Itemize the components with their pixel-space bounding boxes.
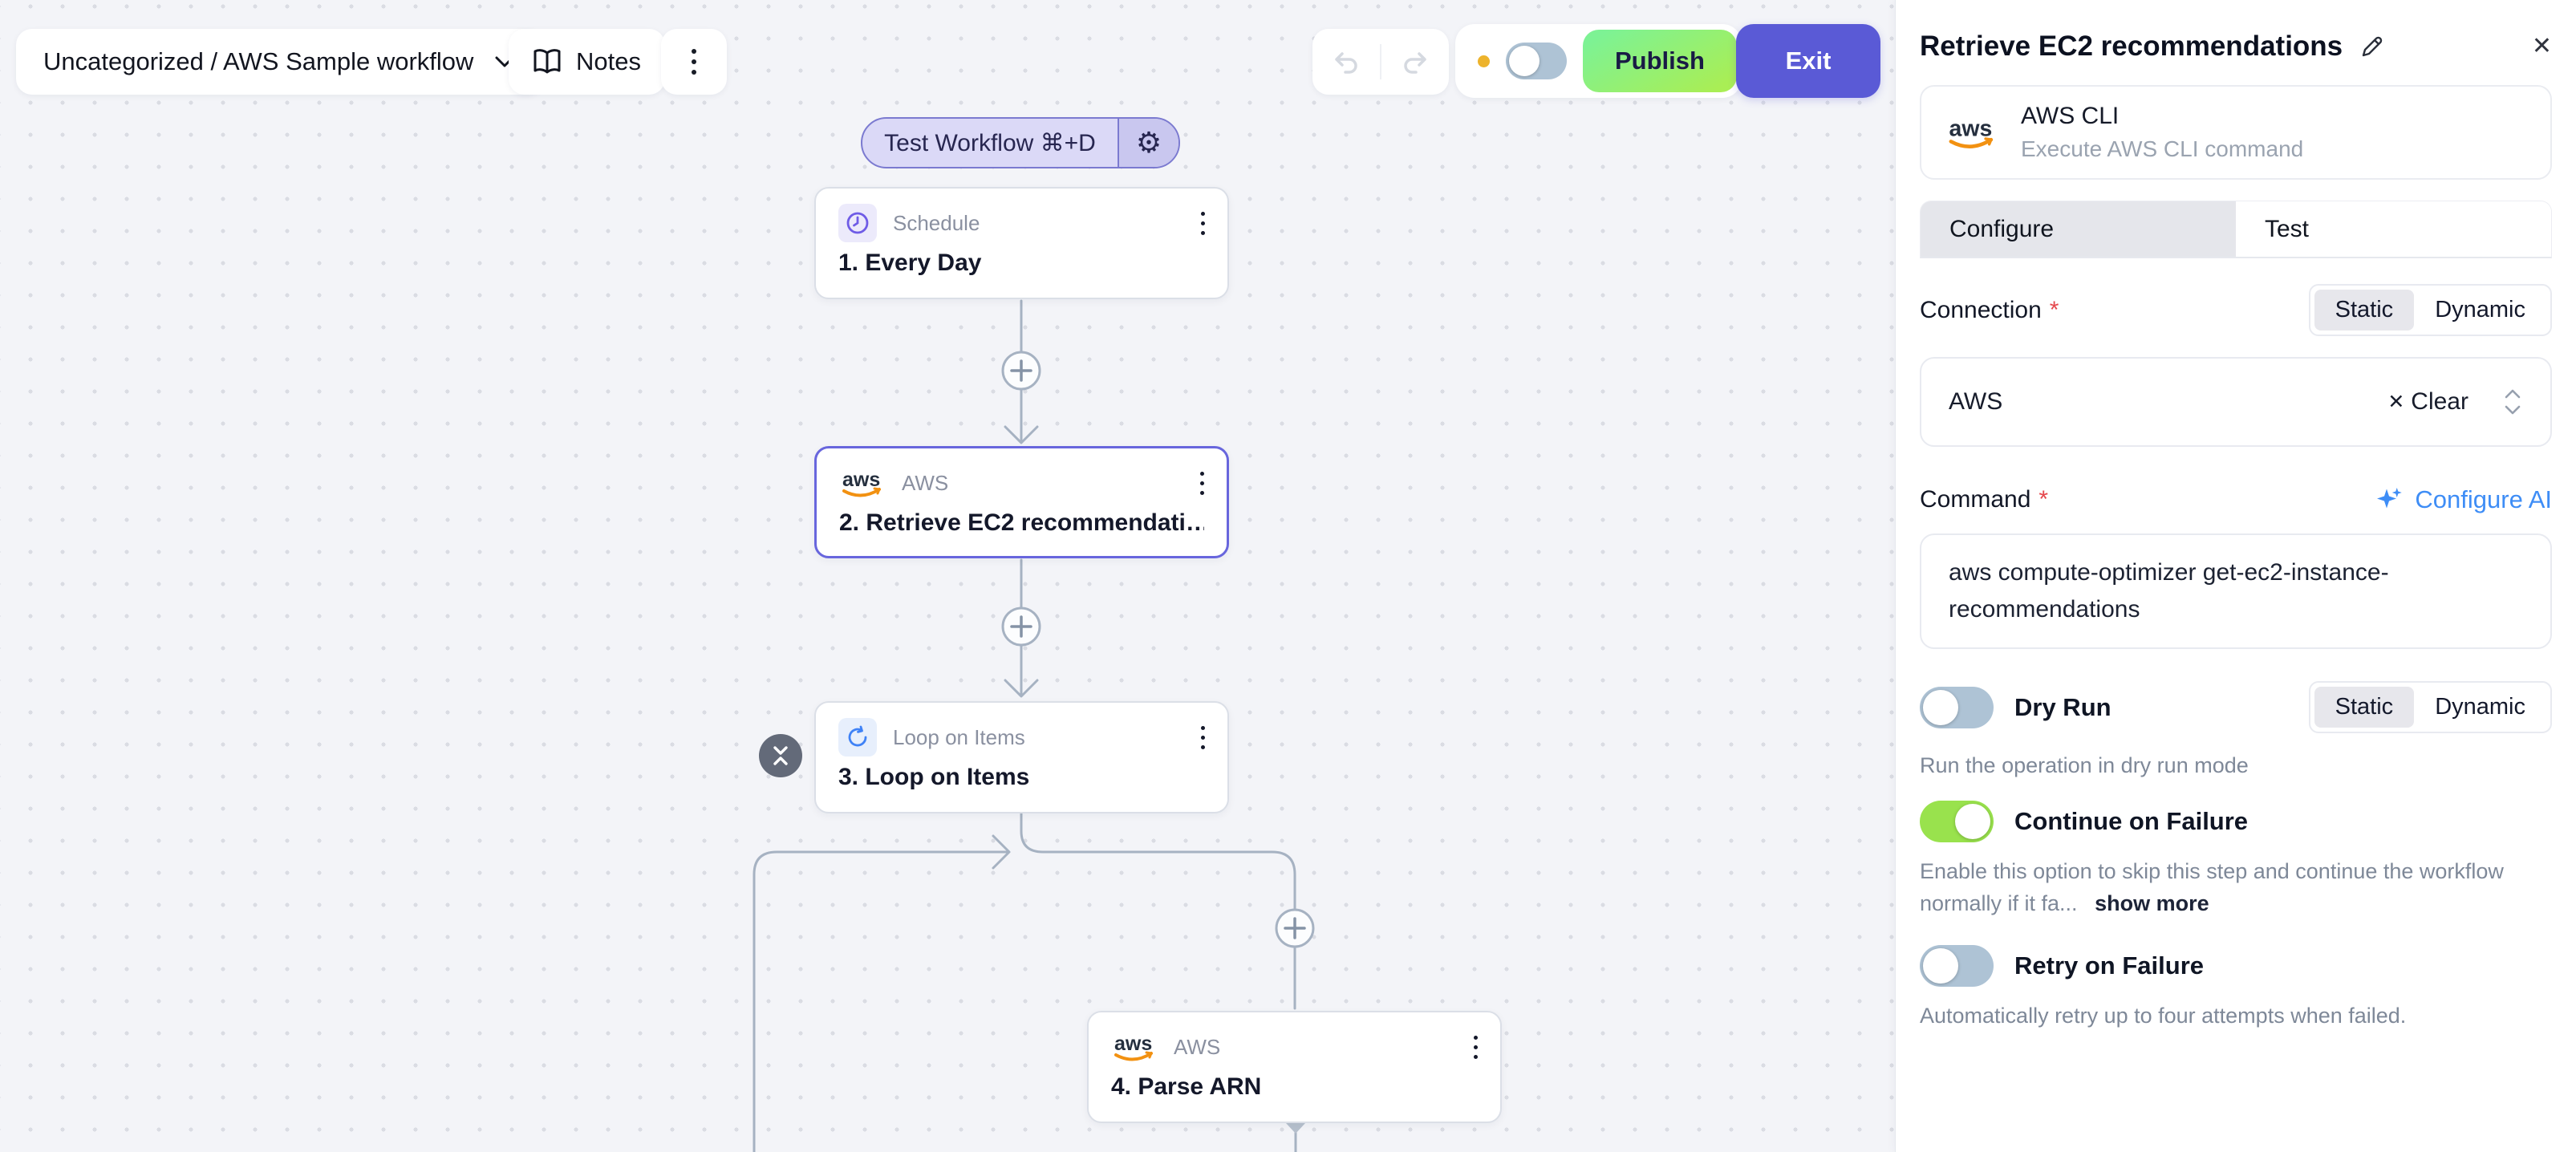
flow-breadcrumb-button[interactable]: Uncategorized / AWS Sample workflow — [16, 29, 543, 95]
add-step-button-2[interactable] — [1001, 606, 1041, 647]
aws-logo: aws — [1949, 116, 1994, 148]
edge-loop-child — [1020, 812, 1296, 1010]
edge-2-3-arrow — [1004, 679, 1039, 698]
test-workflow-button[interactable]: Test Workflow ⌘+D ⚙ — [861, 117, 1180, 168]
connection-value: AWS — [1949, 388, 2003, 415]
add-step-button-3[interactable] — [1275, 908, 1315, 948]
sparkle-icon — [2377, 488, 2403, 509]
dry-run-label: Dry Run — [2014, 692, 2112, 721]
piece-description: Execute AWS CLI command — [2021, 136, 2304, 161]
retry-on-failure-description: Automatically retry up to four attempts … — [1920, 1004, 2407, 1028]
required-mark: * — [2038, 486, 2049, 513]
static-option[interactable]: Static — [2314, 687, 2415, 728]
exit-button[interactable]: Exit — [1736, 24, 1880, 98]
edit-pencil-icon[interactable] — [2360, 34, 2384, 59]
retry-on-failure-label: Retry on Failure — [2014, 951, 2204, 980]
dry-run-mode-segmented: Static Dynamic — [2308, 681, 2552, 733]
dynamic-option[interactable]: Dynamic — [2435, 297, 2525, 322]
clear-x-icon: ✕ — [2387, 391, 2405, 413]
node-menu-button[interactable] — [1200, 471, 1204, 495]
step-title: Retrieve EC2 recommendations — [1920, 30, 2343, 62]
node-loop-on-items[interactable]: Loop on Items 3. Loop on Items — [814, 701, 1229, 813]
retry-on-failure-toggle[interactable] — [1920, 945, 1994, 987]
piece-name: AWS CLI — [2021, 103, 2120, 129]
kebab-icon — [692, 49, 696, 75]
collapse-loop-button[interactable] — [759, 734, 802, 777]
node-title: 4. Parse ARN — [1111, 1073, 1262, 1100]
panel-tabs: Configure Test — [1920, 201, 2552, 258]
workflow-connectors — [753, 299, 1315, 1152]
node4-out-triangle — [1286, 1123, 1305, 1134]
continue-on-failure-description: Enable this option to skip this step and… — [1920, 855, 2552, 919]
collapse-icon — [773, 746, 788, 765]
static-option[interactable]: Static — [2314, 290, 2415, 331]
node-app-label: Loop on Items — [893, 724, 1025, 749]
unsaved-changes-dot — [1478, 55, 1490, 67]
dry-run-toggle[interactable] — [1920, 686, 1994, 728]
node-parse-arn[interactable]: aws AWS 4. Parse ARN — [1087, 1011, 1502, 1123]
breadcrumb: Uncategorized / AWS Sample workflow — [43, 47, 474, 75]
svg-text:aws: aws — [1114, 1032, 1152, 1055]
step-settings-panel: Retrieve EC2 recommendations ✕ aws AWS C… — [1895, 0, 2576, 1152]
description-text: Enable this option to skip this step and… — [1920, 859, 2504, 915]
continue-on-failure-label: Continue on Failure — [2014, 807, 2249, 835]
publish-group: Publish — [1455, 24, 1742, 98]
node-menu-button[interactable] — [1201, 725, 1205, 749]
required-mark: * — [2049, 296, 2059, 323]
dry-run-help: Run the operation in dry run mode — [1920, 753, 2249, 777]
configure-ai-button[interactable]: Configure AI — [2375, 485, 2552, 514]
command-label: Command — [1920, 486, 2031, 513]
node-schedule[interactable]: Schedule 1. Every Day — [814, 187, 1229, 299]
edge-loop-return — [753, 850, 1009, 1152]
flow-enabled-toggle[interactable] — [1506, 43, 1567, 79]
test-workflow-label: Test Workflow ⌘+D — [884, 129, 1096, 156]
aws-logo: aws — [842, 469, 881, 497]
connection-label: Connection — [1920, 296, 2042, 323]
node-title: 2. Retrieve EC2 recommendati… — [839, 509, 1204, 536]
command-input[interactable]: aws compute-optimizer get-ec2-instance-r… — [1920, 533, 2552, 649]
piece-card: aws AWS CLI Execute AWS CLI command — [1920, 85, 2552, 180]
edge-1-2-arrow — [1004, 425, 1039, 444]
tab-test[interactable]: Test — [2236, 201, 2551, 257]
configure-ai-label: Configure AI — [2415, 485, 2552, 513]
select-chevrons-icon — [2505, 389, 2521, 415]
clear-label: Clear — [2411, 388, 2468, 415]
continue-on-failure-toggle[interactable] — [1920, 801, 1994, 842]
loop-icon — [838, 718, 877, 757]
history-buttons — [1312, 29, 1449, 95]
show-more-link[interactable]: show more — [2095, 891, 2209, 915]
close-icon[interactable]: ✕ — [2531, 33, 2552, 59]
workflow-canvas[interactable]: Uncategorized / AWS Sample workflow Note… — [0, 0, 1895, 1152]
book-icon — [533, 49, 561, 74]
clear-connection-button[interactable]: ✕ Clear — [2387, 388, 2468, 416]
notes-label: Notes — [576, 47, 641, 75]
undo-icon[interactable] — [1333, 49, 1360, 75]
notes-button[interactable]: Notes — [509, 29, 665, 95]
dynamic-option[interactable]: Dynamic — [2435, 694, 2525, 720]
divider — [1118, 119, 1119, 167]
gear-icon[interactable]: ⚙ — [1119, 119, 1178, 167]
node-app-label: AWS — [902, 470, 949, 495]
schedule-clock-icon — [838, 204, 877, 242]
svg-text:aws: aws — [1949, 116, 1993, 142]
node-app-label: AWS — [1174, 1034, 1221, 1059]
svg-text:aws: aws — [842, 469, 880, 491]
redo-icon[interactable] — [1402, 49, 1429, 75]
publish-button[interactable]: Publish — [1583, 30, 1737, 92]
node-title: 3. Loop on Items — [838, 764, 1030, 790]
node-app-label: Schedule — [893, 210, 980, 235]
add-step-button-1[interactable] — [1001, 351, 1041, 391]
connection-mode-segmented: Static Dynamic — [2308, 284, 2552, 336]
flow-menu-button[interactable] — [661, 29, 727, 95]
node-retrieve-ec2[interactable]: aws AWS 2. Retrieve EC2 recommendati… — [814, 446, 1229, 558]
divider — [1380, 44, 1381, 79]
node-menu-button[interactable] — [1474, 1035, 1478, 1059]
node-menu-button[interactable] — [1201, 211, 1205, 235]
edge-loop-return-arrow — [992, 834, 1011, 870]
tab-configure[interactable]: Configure — [1921, 201, 2236, 257]
node-title: 1. Every Day — [838, 249, 982, 276]
connection-select[interactable]: AWS ✕ Clear — [1920, 357, 2552, 447]
aws-logo: aws — [1114, 1032, 1153, 1061]
